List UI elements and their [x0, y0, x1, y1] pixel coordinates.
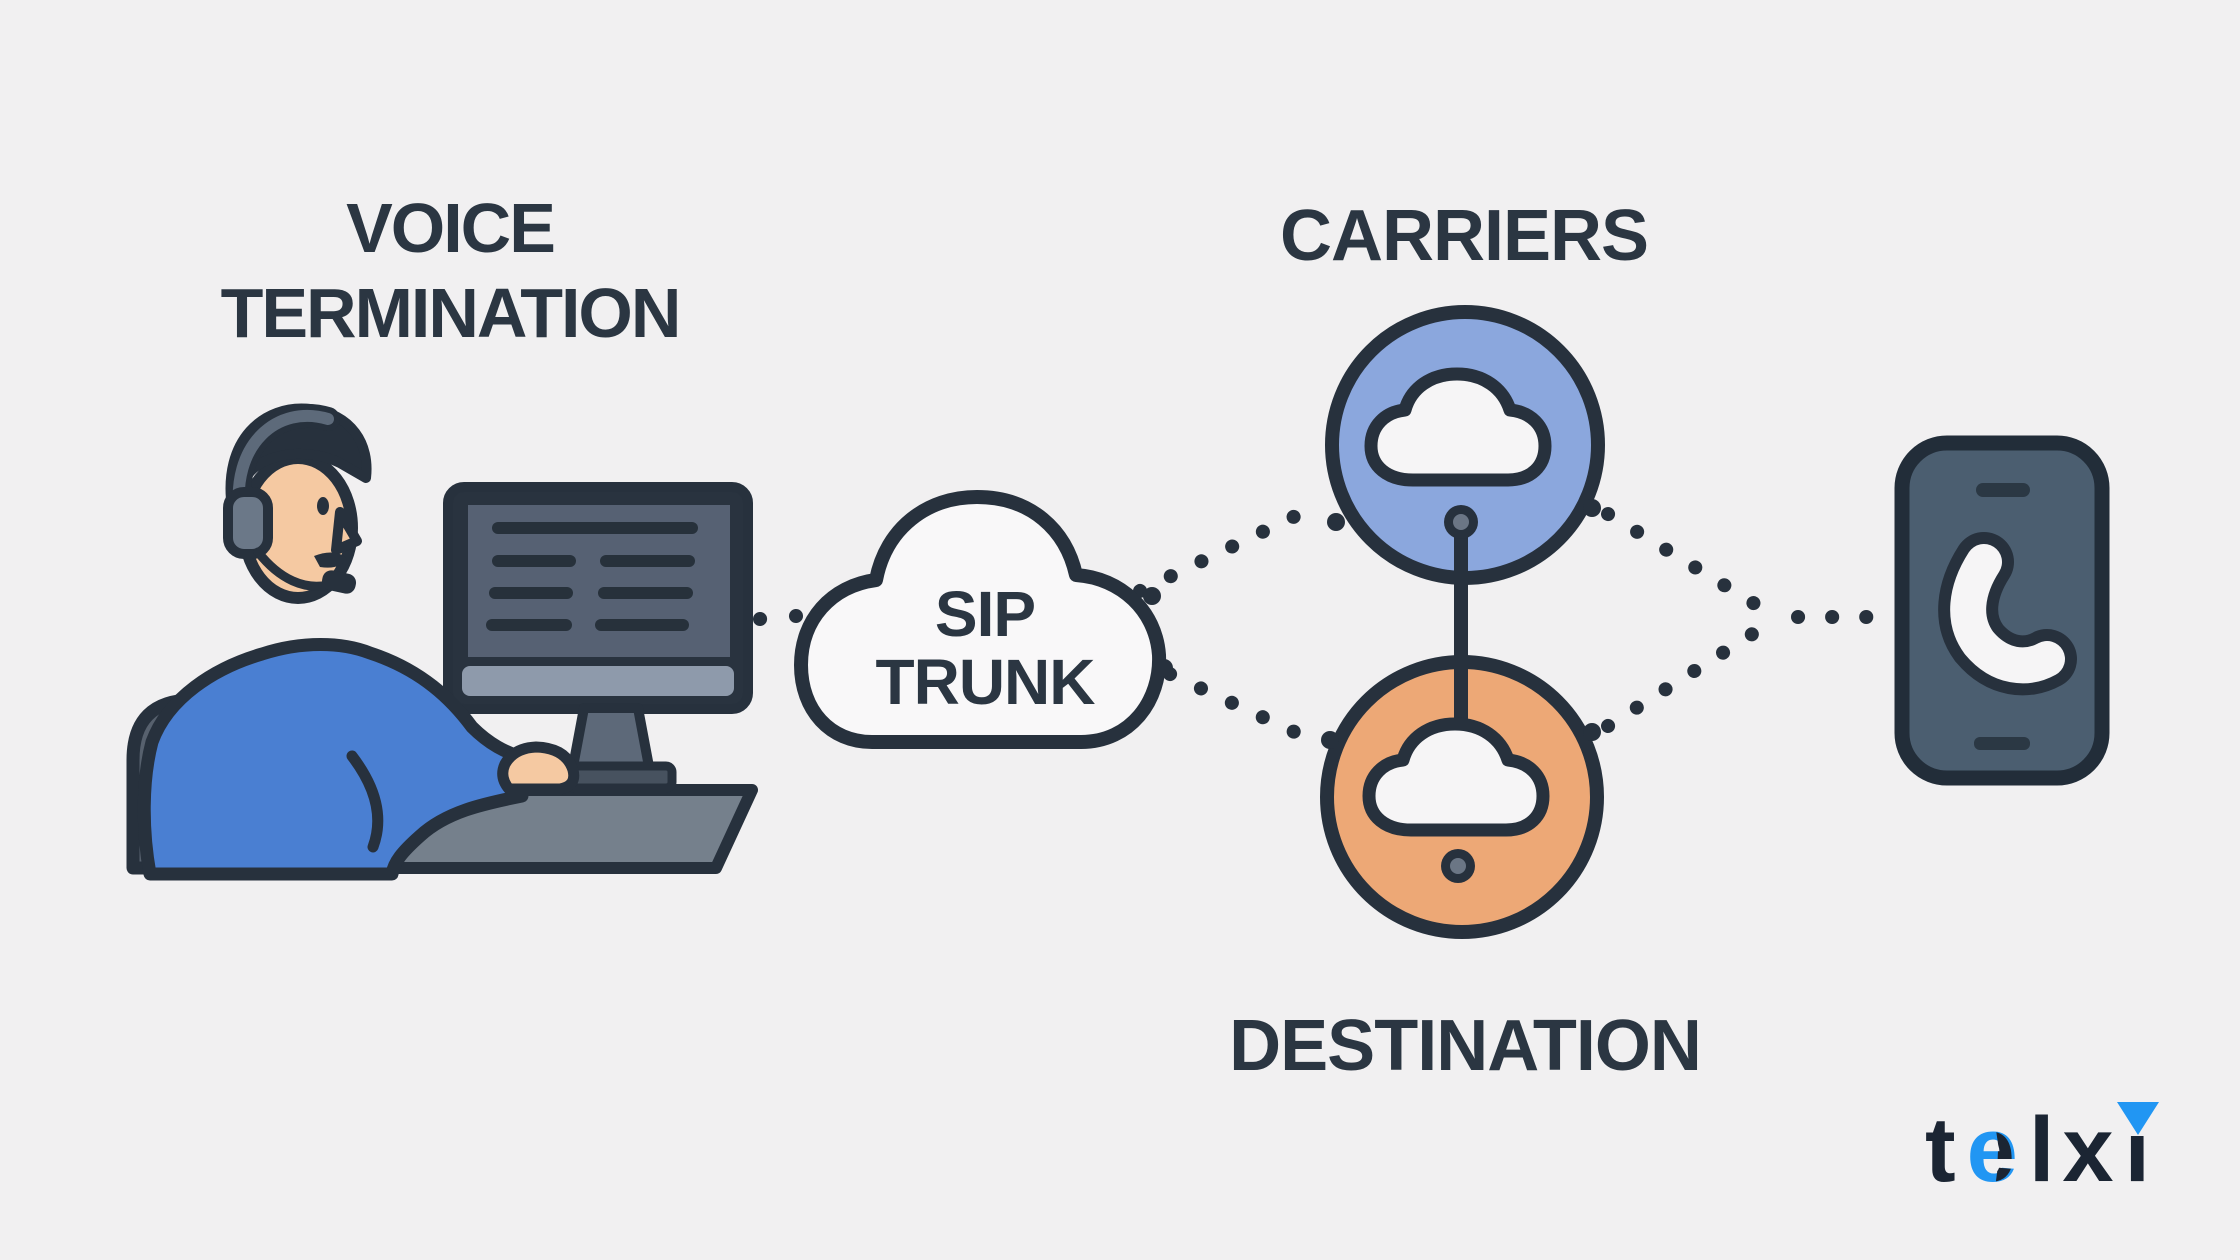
destination-node-dot-center: [1450, 858, 1466, 874]
sleeve-crease: [346, 750, 384, 853]
carriers-node-dot-center: [1453, 514, 1469, 530]
logo-letter-l: l: [2028, 1099, 2057, 1201]
logo-letter-i: i: [2117, 1100, 2159, 1200]
agent-hand: [497, 741, 580, 795]
dotted-line-cloud-to-carriers: [1133, 501, 1319, 598]
eye: [317, 497, 329, 515]
dotted-connectors: [753, 501, 1879, 749]
headset-earcup: [223, 487, 273, 559]
phone-home-bar: [1974, 737, 2030, 750]
cloud-connector-nub: [1143, 587, 1161, 605]
sip-trunk-line1: SIP: [934, 578, 1036, 650]
dotted-line-cloud-to-destination: [1163, 667, 1323, 749]
sip-trunk-line2: TRUNK: [875, 646, 1096, 718]
dotted-line-monitor-to-cloud: [753, 609, 803, 626]
circle-connector-nubs: [1321, 499, 1601, 749]
agent-illustration: [126, 403, 758, 881]
carriers-cloud-icon: [1364, 367, 1552, 487]
logo-letter-x: x: [2062, 1099, 2116, 1201]
voice-termination-line2: TERMINATION: [220, 274, 682, 352]
mic-tip: [321, 570, 357, 594]
carriers-label: CARRIERS: [1279, 196, 1649, 276]
dotted-line-carriers-to-phone: [1601, 507, 1775, 619]
destination-cloud-icon: [1362, 717, 1550, 837]
mic-boom: [253, 547, 333, 591]
phone-handset-icon: [1938, 532, 2077, 696]
voice-termination-label: VOICE TERMINATION: [220, 186, 682, 356]
sip-trunk-cloud: [794, 490, 1173, 749]
voice-termination-line1: VOICE: [346, 189, 556, 267]
sip-trunk-label: SIP TRUNK: [875, 578, 1096, 718]
monitor-base: [563, 761, 677, 793]
computer-monitor-icon: [443, 482, 753, 777]
phone-icon: [1894, 435, 2110, 786]
agent-torso: [137, 638, 529, 881]
mustache: [314, 552, 347, 568]
destination-label: DESTINATION: [1229, 1006, 1702, 1086]
dotted-line-destination-to-phone: [1601, 617, 1775, 733]
cloud-connector-nub: [1155, 659, 1173, 677]
agent-head: [223, 403, 372, 604]
phone-speaker-bar: [1976, 483, 2030, 497]
logo-letter-t: t: [1925, 1099, 1958, 1201]
